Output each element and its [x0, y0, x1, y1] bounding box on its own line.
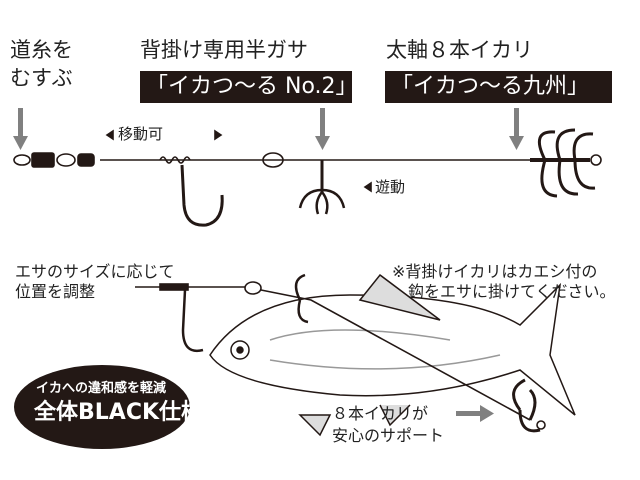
top-rig: [13, 128, 602, 227]
anchor-product: 「イカつ〜る九州」: [385, 71, 612, 104]
movable-label: 移動可: [118, 125, 164, 143]
half-hook-title: 背掛け専用半ガサ: [140, 38, 308, 62]
bottom-rig: [135, 273, 546, 433]
support-2: 安心のサポート: [332, 426, 445, 445]
adjust-label-1: エサのサイズに応じて: [15, 262, 175, 281]
half-hook-product: 「イカつ〜る No.2」: [140, 71, 358, 104]
line-label-1: 道糸を: [10, 38, 73, 62]
badge-line-1: イカへの違和感を軽減: [36, 381, 167, 396]
pointer-arrows: [13, 108, 524, 422]
anchor-title: 太軸８本イカリ: [386, 38, 533, 62]
adjust-label-2: 位置を調整: [15, 282, 96, 301]
support-1: ８本イカリが: [332, 404, 429, 423]
line-label-2: むすぶ: [10, 66, 73, 90]
badge-line-2: 全体BLACK仕様: [34, 400, 204, 425]
note-1: ※背掛けイカリはカエシ付の: [392, 262, 598, 281]
badge-ellipse: [14, 365, 190, 449]
floating-label: 遊動: [375, 178, 406, 196]
note-2: 鈎をエサに掛けてください。: [408, 282, 616, 301]
